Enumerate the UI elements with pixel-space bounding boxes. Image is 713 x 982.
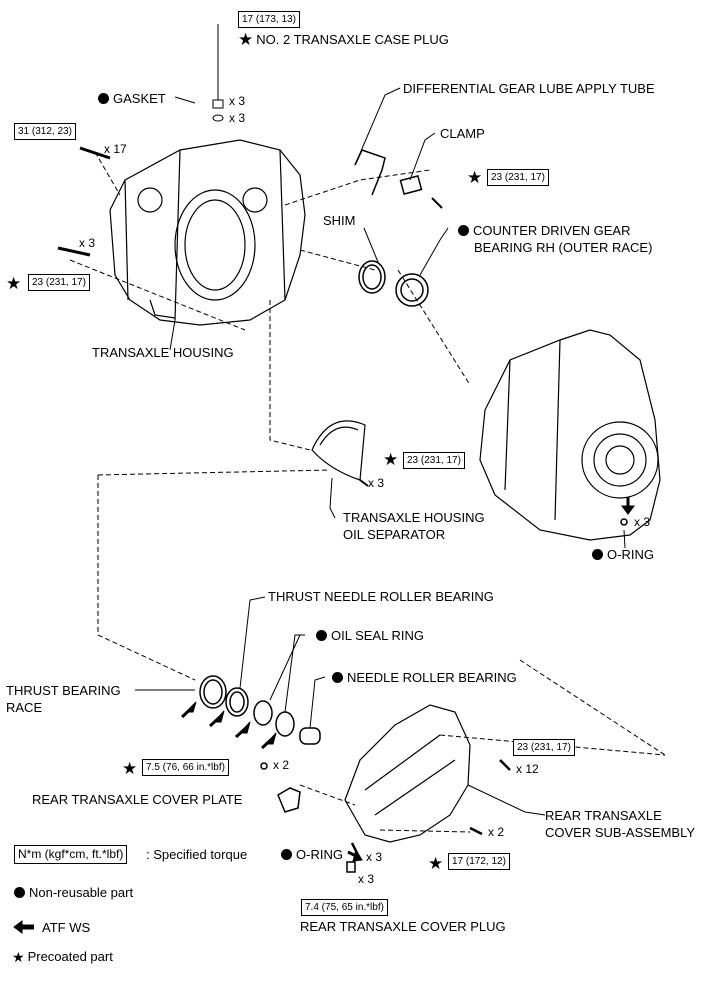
label-thrust-needle: THRUST NEEDLE ROLLER BEARING	[268, 589, 494, 604]
fasteners-top	[57, 99, 443, 257]
label-case-plug: ★NO. 2 TRANSAXLE CASE PLUG	[238, 30, 449, 49]
dot-icon	[316, 630, 327, 641]
label-counter-gear-2: BEARING RH (OUTER RACE)	[474, 240, 653, 255]
atf-arrows	[180, 497, 635, 862]
qty-plate-bolt: x 2	[273, 758, 290, 772]
star-plate-bolt: ★	[122, 759, 140, 778]
qty-cover-bolt: x 12	[516, 762, 539, 776]
torque-box-housing-bolt-a: 31 (312, 23)	[14, 123, 76, 140]
torque-box-clamp-bolt: 23 (231, 17)	[487, 169, 549, 186]
label-cover-plug: REAR TRANSAXLE COVER PLUG	[300, 919, 506, 934]
label-cover-sub-2: COVER SUB-ASSEMBLY	[545, 825, 696, 840]
star-cover-bolt-b: ★	[428, 854, 446, 873]
label-oring-right-text: O-RING	[607, 547, 654, 562]
label-cover-plate: REAR TRANSAXLE COVER PLATE	[32, 792, 243, 807]
label-thrust-race-2: RACE	[6, 700, 43, 715]
label-lube-tube: DIFFERENTIAL GEAR LUBE APPLY TUBE	[403, 81, 655, 96]
transaxle-case	[479, 329, 661, 541]
star-icon: ★	[238, 30, 254, 49]
legend-precoated: ★Precoated part	[12, 949, 113, 965]
label-shim: SHIM	[323, 213, 356, 228]
label-housing: TRANSAXLE HOUSING	[92, 345, 234, 360]
torque-box-case-plug: 17 (173, 13)	[238, 11, 300, 28]
star-icon: ★	[122, 759, 138, 778]
legend-torque-text: : Specified torque	[146, 847, 248, 862]
qty-oring-bottom: x 3	[366, 850, 383, 864]
label-clamp: CLAMP	[440, 126, 485, 141]
legend-arrow-icon	[13, 920, 34, 934]
label-cover-sub-1: REAR TRANSAXLE	[545, 808, 662, 823]
qty-gasket: x 3	[229, 111, 246, 125]
dot-icon	[332, 672, 343, 683]
torque-box-cover-bolt-b: 17 (172, 12)	[448, 853, 510, 870]
dot-icon	[98, 93, 109, 104]
label-needle-bearing: NEEDLE ROLLER BEARING	[332, 670, 517, 685]
qty-separator-bolt: x 3	[368, 476, 385, 490]
legend-precoated-text: Precoated part	[27, 949, 113, 964]
dot-icon	[592, 549, 603, 560]
torque-box-plug: 7.4 (75, 65 in.*lbf)	[301, 899, 388, 916]
label-oil-seal: OIL SEAL RING	[316, 628, 424, 643]
label-thrust-race-1: THRUST BEARING	[6, 683, 121, 698]
legend-atf: ATF WS	[42, 920, 91, 935]
dot-icon	[14, 887, 25, 898]
torque-box-plate-bolt: 7.5 (76, 66 in.*lbf)	[142, 759, 229, 776]
star-icon: ★	[6, 274, 22, 293]
qty-housing-bolt-b: x 3	[79, 236, 96, 250]
label-separator-1: TRANSAXLE HOUSING	[343, 510, 485, 525]
label-gasket: GASKET	[98, 91, 166, 106]
qty-plug: x 3	[358, 872, 375, 886]
label-case-plug-text: NO. 2 TRANSAXLE CASE PLUG	[256, 32, 449, 47]
qty-case-plug: x 3	[229, 94, 246, 108]
oil-separator	[311, 420, 369, 487]
star-icon: ★	[428, 854, 444, 873]
star-housing-bolt-b: ★	[6, 274, 24, 293]
label-oring-bottom-text: O-RING	[296, 847, 343, 862]
legend-torque-box: N*m (kgf*cm, ft.*lbf)	[14, 845, 128, 864]
label-counter-gear-1: COUNTER DRIVEN GEAR	[473, 223, 631, 238]
label-counter-gear: COUNTER DRIVEN GEAR	[458, 223, 630, 238]
legend-non-reusable: Non-reusable part	[14, 885, 133, 900]
star-icon: ★	[12, 949, 25, 965]
qty-housing-bolt-a: x 17	[104, 142, 127, 156]
alignment-lines	[69, 60, 666, 833]
torque-box-separator-bolt: 23 (231, 17)	[403, 452, 465, 469]
shim-and-race	[358, 260, 429, 307]
qty-cover-bolt-b: x 2	[488, 825, 505, 839]
dot-icon	[281, 849, 292, 860]
label-oil-seal-text: OIL SEAL RING	[331, 628, 424, 643]
transaxle-housing	[109, 139, 306, 326]
label-oring-right: O-RING	[592, 547, 654, 562]
label-gasket-text: GASKET	[113, 91, 166, 106]
star-separator-bolt: ★	[383, 450, 401, 469]
legend-non-reusable-text: Non-reusable part	[29, 885, 134, 900]
star-icon: ★	[467, 168, 483, 187]
star-icon: ★	[383, 450, 399, 469]
label-oring-bottom: O-RING	[281, 847, 343, 862]
torque-box-cover-bolt: 23 (231, 17)	[513, 739, 575, 756]
qty-oring-right: x 3	[634, 515, 651, 529]
bearings-rings	[199, 675, 321, 745]
label-separator-2: OIL SEPARATOR	[343, 527, 446, 542]
label-needle-bearing-text: NEEDLE ROLLER BEARING	[347, 670, 517, 685]
dot-icon	[458, 225, 469, 236]
torque-box-housing-bolt-b: 23 (231, 17)	[28, 274, 90, 291]
star-clamp-bolt: ★	[467, 168, 485, 187]
rear-cover	[344, 704, 471, 843]
leader-lines	[135, 24, 626, 816]
